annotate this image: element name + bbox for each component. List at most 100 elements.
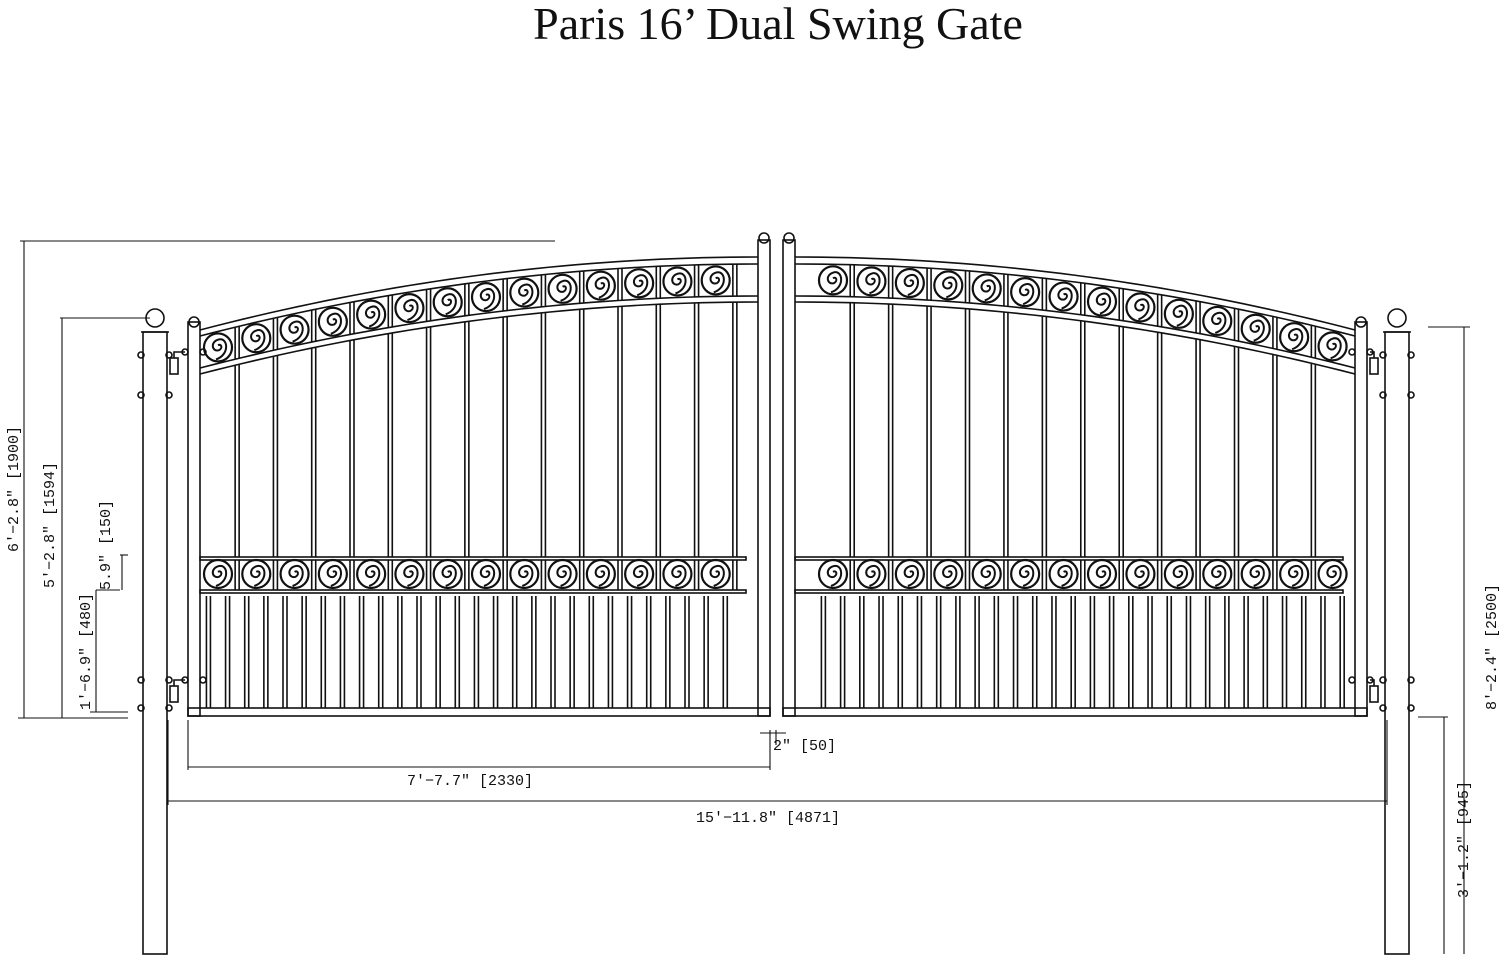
middle-scroll — [317, 558, 348, 590]
top-scroll — [1086, 286, 1118, 317]
middle-scroll — [1086, 558, 1118, 590]
top-scroll — [662, 266, 693, 297]
dim-center-gap: 2" [50] — [773, 738, 836, 755]
scroll-ornament-icon — [1211, 564, 1227, 587]
scroll-ornament-icon — [250, 564, 266, 587]
top-scroll — [1240, 313, 1271, 344]
middle-scroll — [662, 558, 693, 590]
hinge-block — [169, 357, 179, 375]
top-scroll — [624, 268, 655, 299]
middle-scroll — [1010, 558, 1041, 590]
scroll-ornament-icon — [556, 564, 572, 587]
hinge-block — [169, 685, 179, 703]
arch-lower-rail — [199, 295, 759, 369]
scroll-ornament-icon — [1019, 283, 1035, 306]
top-scroll — [1048, 281, 1079, 312]
scroll-ornament-icon — [479, 288, 496, 311]
top-scroll — [856, 266, 887, 297]
top-rail-arch — [794, 256, 1356, 331]
top-scroll — [394, 292, 425, 324]
hinge-block — [1369, 685, 1379, 703]
top-scroll — [356, 299, 387, 330]
top-scroll — [933, 270, 964, 301]
arch-lower-rail — [794, 295, 1356, 369]
middle-scroll — [624, 558, 655, 590]
mid-rail-top — [794, 556, 1344, 561]
top-scroll — [509, 277, 540, 308]
top-scroll — [279, 314, 310, 345]
top-scroll — [817, 265, 849, 296]
scroll-ornament-icon — [211, 338, 228, 361]
middle-scroll — [356, 558, 387, 590]
scroll-ornament-icon — [633, 274, 649, 297]
scroll-ornament-icon — [903, 273, 919, 296]
top-scroll — [202, 332, 234, 363]
middle-scroll — [432, 558, 463, 590]
scroll-ornament-icon — [709, 271, 725, 294]
scroll-ornament-icon — [211, 564, 228, 587]
scroll-ornament-icon — [671, 564, 687, 587]
drawing-title: Paris 16’ Dual Swing Gate — [533, 0, 1023, 49]
top-scroll — [1163, 298, 1194, 329]
bottom-rail — [187, 707, 771, 717]
scroll-ornament-icon — [1326, 564, 1342, 587]
scroll-ornament-icon — [980, 564, 996, 587]
top-scroll — [317, 306, 348, 337]
scroll-ornament-icon — [1211, 311, 1227, 334]
scroll-ornament-icon — [942, 276, 958, 299]
scroll-ornament-icon — [594, 564, 610, 587]
scroll-ornament-icon — [403, 299, 419, 322]
top-scroll — [547, 273, 578, 304]
scroll-ornament-icon — [1057, 564, 1073, 587]
scroll-ornament-icon — [865, 272, 881, 295]
scroll-ornament-icon — [1057, 287, 1073, 310]
middle-scroll — [279, 558, 310, 590]
middle-scroll — [856, 558, 887, 590]
hinge-arm — [173, 679, 185, 686]
scroll-ornament-icon — [1095, 292, 1112, 315]
scroll-ornament-icon — [518, 564, 534, 587]
top-scroll — [1317, 331, 1348, 362]
top-scroll — [432, 287, 463, 318]
scroll-ornament-icon — [556, 279, 572, 302]
scroll-ornament-icon — [365, 305, 381, 328]
bottom-rail — [782, 707, 1368, 717]
scroll-ornament-icon — [441, 564, 457, 587]
latch-stile — [782, 239, 796, 717]
scroll-ornament-icon — [441, 293, 457, 316]
dim-overall-width: 15′−11.8" [4871] — [696, 810, 840, 827]
hinge-arm — [1370, 679, 1375, 686]
right-post — [1384, 331, 1410, 955]
scroll-ornament-icon — [826, 271, 843, 294]
middle-scroll — [971, 558, 1002, 590]
top-scroll — [470, 282, 502, 313]
scroll-ornament-icon — [865, 564, 881, 587]
scroll-ornament-icon — [1172, 564, 1189, 587]
scroll-ornament-icon — [1095, 564, 1112, 587]
middle-scroll — [585, 558, 616, 590]
scroll-ornament-icon — [1288, 328, 1304, 351]
top-scroll — [1279, 322, 1310, 353]
top-scroll — [700, 265, 731, 296]
stile-cap — [188, 316, 200, 328]
hinge-arm — [173, 351, 185, 358]
dim-gate-side-height: 5′−2.8" [1594] — [42, 462, 59, 588]
middle-scroll — [1163, 558, 1194, 590]
scroll-ornament-icon — [633, 564, 649, 587]
middle-scroll — [1279, 558, 1310, 590]
dim-single-leaf-width: 7′−7.7" [2330] — [407, 773, 533, 790]
scroll-ornament-icon — [671, 272, 687, 295]
middle-scroll — [202, 558, 234, 590]
dim-post-height: 8′−2.4" [2500] — [1484, 584, 1500, 710]
scroll-ornament-icon — [1134, 298, 1150, 321]
scroll-ornament-icon — [942, 564, 958, 587]
hinge-stile — [187, 321, 201, 717]
scroll-ornament-icon — [1249, 319, 1265, 342]
middle-scroll — [1125, 558, 1156, 590]
dim-overall-height: 6′−2.8" [1900] — [6, 426, 23, 552]
arch-lower-rail-inner — [794, 301, 1356, 375]
scroll-ornament-icon — [1134, 564, 1150, 587]
top-rail-arch-inner — [794, 263, 1356, 337]
scroll-ornament-icon — [288, 564, 304, 587]
